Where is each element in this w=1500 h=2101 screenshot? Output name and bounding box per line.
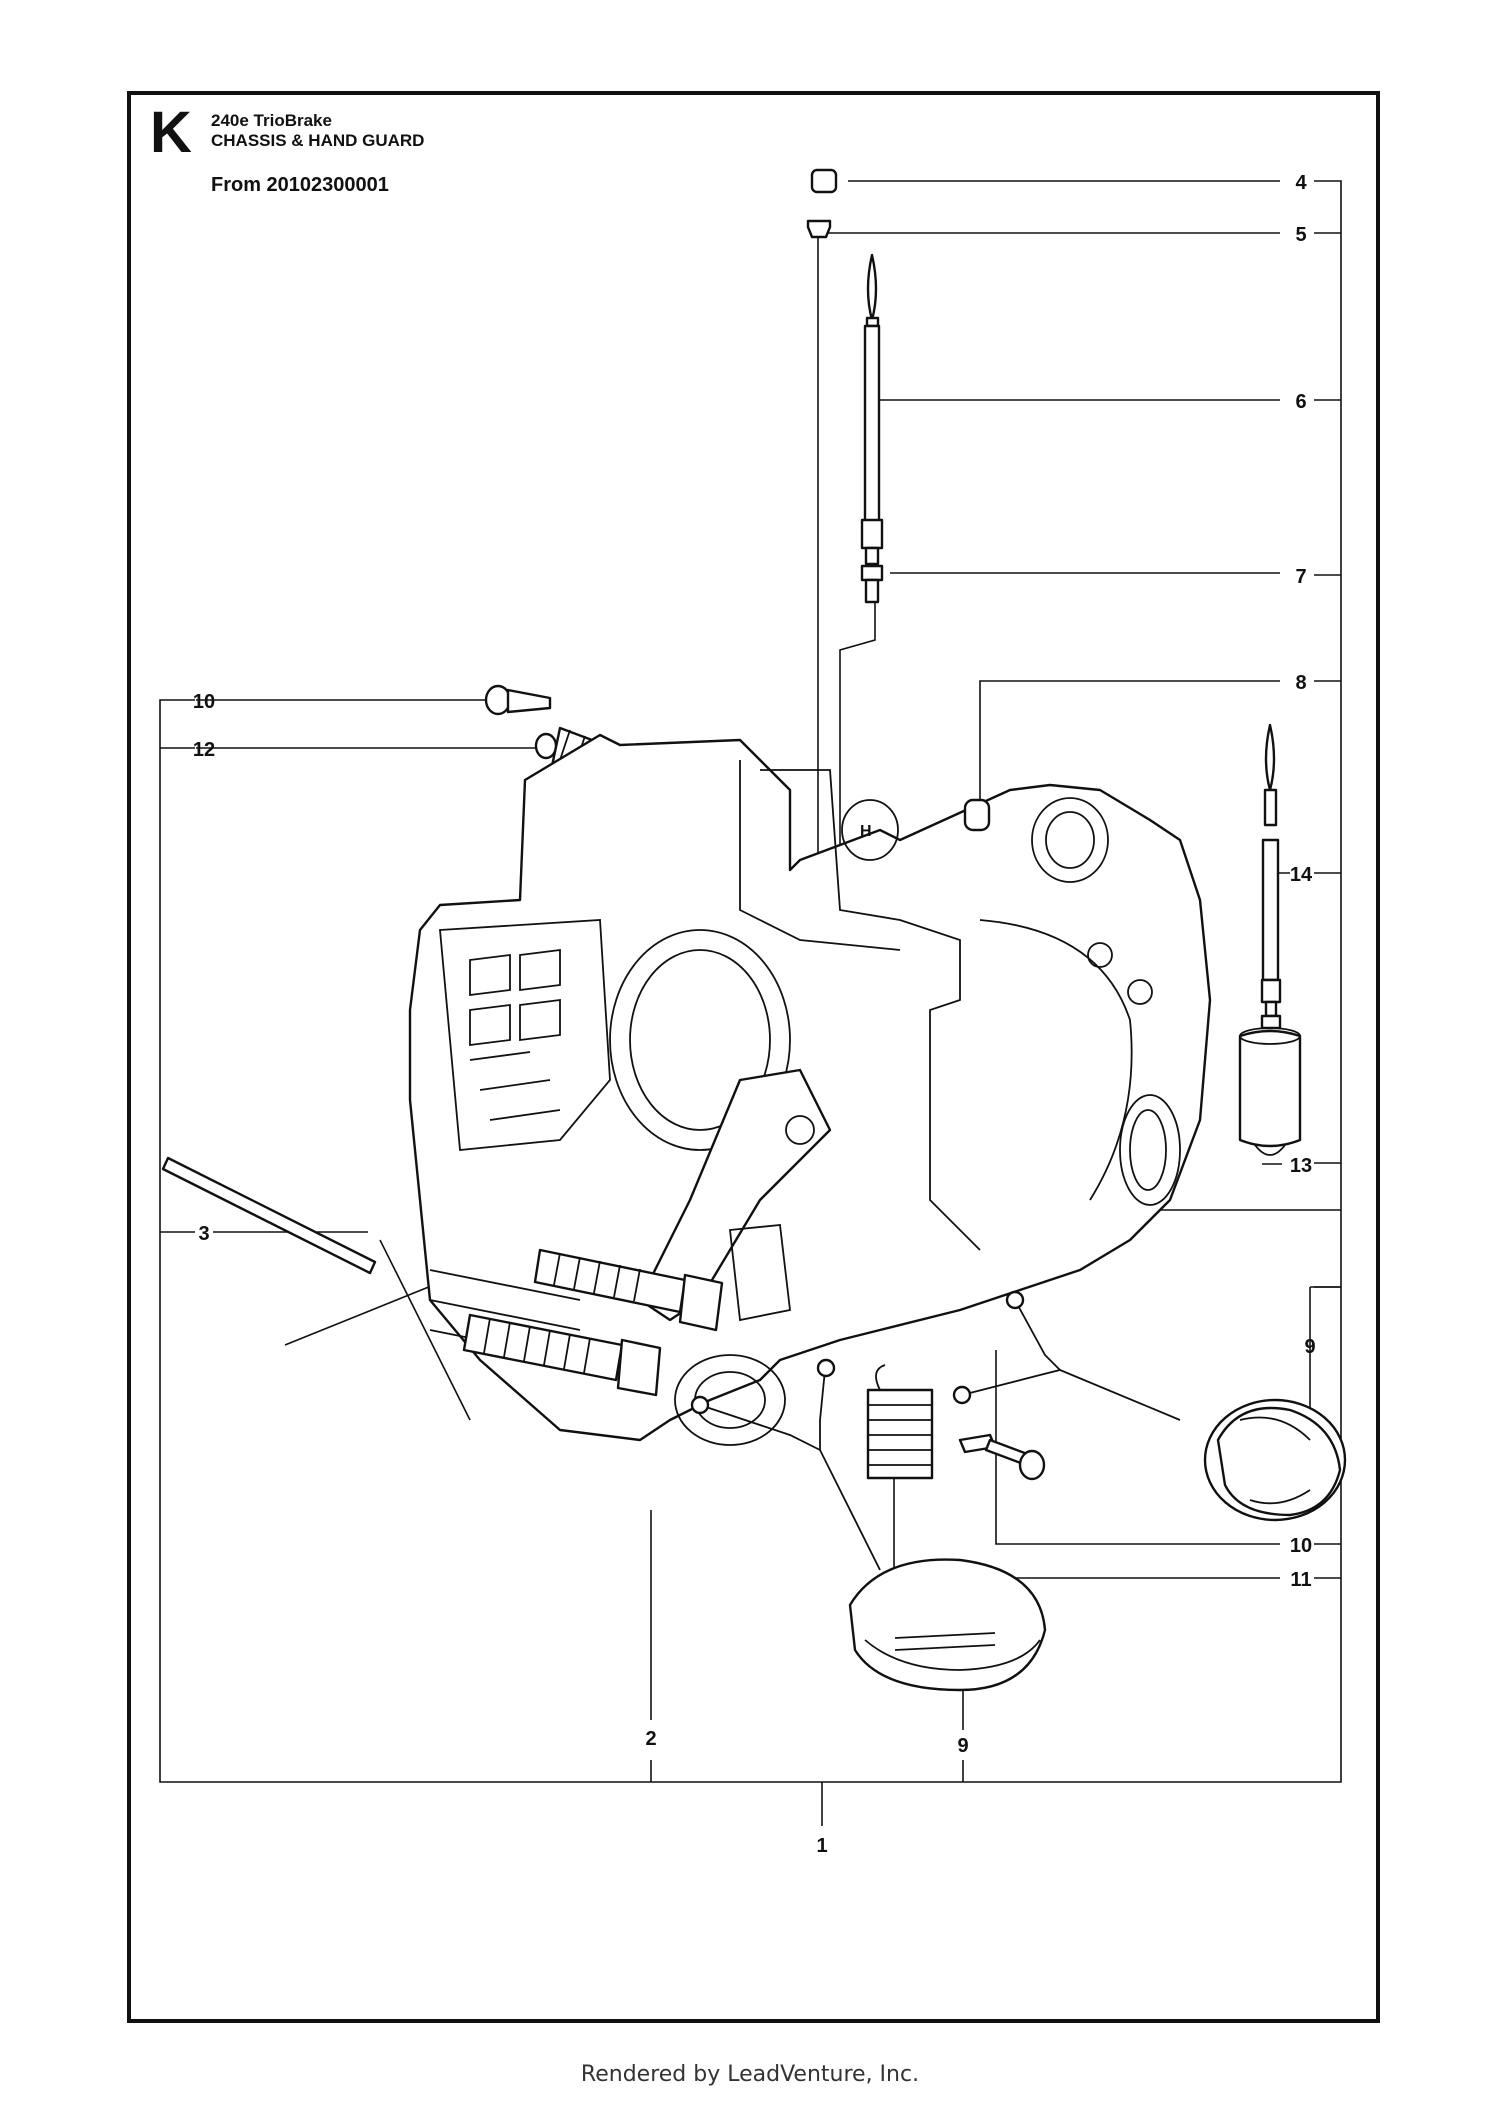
part-9-fuel-cap xyxy=(690,1358,1047,1692)
assembly-brackets xyxy=(159,180,1342,1826)
callout-10-lower: 10 xyxy=(1290,1535,1312,1557)
callout-13: 13 xyxy=(1290,1155,1312,1177)
callout-12: 12 xyxy=(193,739,215,761)
callout-8: 8 xyxy=(1295,672,1306,694)
svg-text:H: H xyxy=(860,823,872,840)
part-10-screw-upper xyxy=(484,684,552,716)
serial-range: From 20102300001 xyxy=(211,174,389,196)
diagram-frame xyxy=(127,91,1380,2023)
part-9-oil-cap xyxy=(952,1290,1347,1522)
callout-1: 1 xyxy=(816,1835,827,1857)
callout-6: 6 xyxy=(1295,391,1306,413)
callout-9-lower: 9 xyxy=(957,1735,968,1757)
callout-10-upper: 10 xyxy=(193,691,215,713)
part-6-hose xyxy=(860,253,884,566)
callout-14: 14 xyxy=(1290,864,1313,886)
model-name: 240e TrioBrake xyxy=(211,111,332,130)
part-14-hose xyxy=(1260,723,1282,1004)
part-4-cap xyxy=(810,168,838,194)
part-10-screw-lower xyxy=(958,1433,1046,1481)
callout-7: 7 xyxy=(1295,566,1306,588)
callout-2: 2 xyxy=(645,1728,656,1750)
callout-9-right: 9 xyxy=(1304,1336,1315,1358)
part-7-fitting xyxy=(860,564,884,604)
callout-3: 3 xyxy=(198,1223,209,1245)
footer-credit: Rendered by LeadVenture, Inc. xyxy=(580,2062,920,2087)
diagram-title: CHASSIS & HAND GUARD xyxy=(211,131,425,150)
part-11-spring xyxy=(866,1364,934,1480)
callout-5: 5 xyxy=(1295,224,1306,246)
callout-4: 4 xyxy=(1295,172,1307,194)
callout-numbers: 4 5 6 7 8 14 13 9 10 11 10 12 3 2 9 1 xyxy=(193,172,1316,1857)
part-2-studs xyxy=(462,1248,724,1397)
callout-11: 11 xyxy=(1290,1569,1311,1591)
section-letter: K xyxy=(150,100,192,165)
part-5-grommet xyxy=(806,219,832,239)
part-3-rod xyxy=(161,1156,377,1275)
part-13-filter xyxy=(1238,1000,1302,1156)
